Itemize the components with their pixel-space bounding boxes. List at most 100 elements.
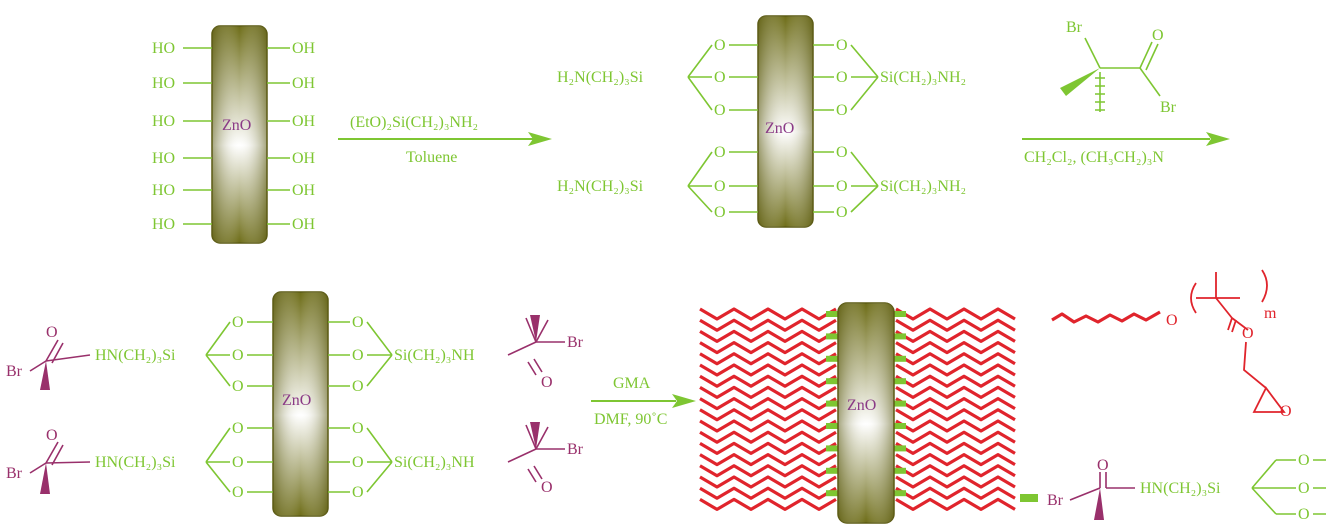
br-label: Br bbox=[567, 441, 584, 458]
glycidyl-chain bbox=[1243, 341, 1267, 389]
o-label: O bbox=[46, 427, 58, 444]
polymer-chain bbox=[699, 497, 837, 511]
polymer-chain bbox=[895, 307, 1016, 321]
c-o-double-bond bbox=[1099, 472, 1107, 488]
anchor-bar bbox=[894, 355, 906, 362]
arrow3-head bbox=[672, 394, 696, 408]
oh-label: OH bbox=[292, 216, 316, 233]
br-label: Br bbox=[1160, 99, 1177, 116]
polymer-chain bbox=[895, 453, 1016, 467]
c-br-bond bbox=[1069, 487, 1101, 501]
polymer-chain bbox=[895, 352, 1016, 366]
ho-bonds bbox=[183, 47, 212, 225]
amide-legend: HN(CH₂)₃Si bbox=[1140, 480, 1221, 497]
o-rod-bonds bbox=[729, 44, 758, 111]
amide-right-lower: Si(CH₂)₃NH bbox=[394, 454, 475, 471]
polymer-chain bbox=[699, 475, 837, 489]
zno-pgma-grafted: ZnO bbox=[699, 302, 1016, 524]
polymer-chain bbox=[895, 419, 1016, 433]
o-rod-bonds bbox=[247, 427, 273, 493]
zno-rod-1-shade bbox=[212, 26, 267, 243]
polymer-chains-right bbox=[895, 307, 1016, 511]
polymer-chain bbox=[699, 385, 837, 399]
polymer-chain bbox=[699, 419, 837, 433]
o-label: O bbox=[232, 378, 244, 395]
ho-label: HO bbox=[152, 40, 175, 57]
silane-bonds bbox=[687, 151, 713, 213]
silane-bonds bbox=[850, 151, 879, 213]
o-label: O bbox=[836, 69, 848, 86]
wedge-bond bbox=[530, 422, 540, 449]
wedge-bond bbox=[40, 463, 50, 494]
o-label: O bbox=[836, 37, 848, 54]
polymer-chain bbox=[895, 363, 1016, 377]
polymer-chain bbox=[699, 453, 837, 467]
zno-label-2: ZnO bbox=[765, 120, 794, 137]
amide-left-upper: HN(CH₂)₃Si bbox=[95, 347, 176, 364]
o-label: O bbox=[836, 204, 848, 221]
oh-label: OH bbox=[292, 75, 316, 92]
silane-bonds bbox=[366, 321, 393, 387]
o-label: O bbox=[1152, 27, 1164, 44]
silane-left-upper: H₂N(CH₂)₃Si bbox=[557, 69, 644, 86]
polymer-chain bbox=[895, 475, 1016, 489]
oh-label: OH bbox=[292, 150, 316, 167]
anchor-bar bbox=[894, 423, 906, 429]
carbonyl-bond bbox=[1227, 317, 1237, 333]
polymer-chain bbox=[699, 397, 837, 411]
c-o-double-bond bbox=[1139, 41, 1159, 71]
o-bonds bbox=[1276, 459, 1326, 515]
polymer-chain bbox=[895, 329, 1016, 343]
o-label: O bbox=[1298, 480, 1310, 497]
silane-right-upper: Si(CH₂)₃NH₂ bbox=[880, 69, 966, 86]
o-label: O bbox=[232, 347, 244, 364]
reaction-arrow-2: Br O Br CH₂Cl₂, (CH₃CH₂)₃N bbox=[1022, 19, 1230, 166]
arrow1-reagent: (EtO)₂Si(CH₂)₃NH₂ bbox=[350, 114, 478, 131]
repeat-index: m bbox=[1264, 305, 1277, 322]
amide-right-upper: Si(CH₂)₃NH bbox=[394, 347, 475, 364]
o-label: O bbox=[714, 204, 726, 221]
n-c-bond bbox=[507, 341, 537, 356]
bracket-left bbox=[1190, 282, 1197, 314]
o-label: O bbox=[836, 178, 848, 195]
zno-hydroxylated: ZnO HO HO HO HO HO HO OH OH OH OH OH OH bbox=[152, 25, 316, 244]
anchor-bars bbox=[826, 311, 906, 497]
zno-rod-3-shade bbox=[273, 292, 328, 516]
o-label: O bbox=[352, 484, 364, 501]
br-label: Br bbox=[6, 465, 23, 482]
silane-bonds bbox=[205, 321, 231, 387]
o-rod-bonds bbox=[813, 44, 834, 111]
o-label: O bbox=[714, 102, 726, 119]
wedge-bond bbox=[1060, 68, 1100, 96]
o-label: O bbox=[836, 102, 848, 119]
o-label: O bbox=[1280, 403, 1292, 420]
ho-label: HO bbox=[152, 113, 175, 130]
silane-left-lower: H₂N(CH₂)₃Si bbox=[557, 178, 644, 195]
c-o-double-bond bbox=[527, 358, 543, 376]
bracket-right bbox=[1261, 269, 1268, 303]
o-rod-bonds bbox=[247, 321, 273, 387]
silane-bonds bbox=[850, 44, 879, 111]
polymer-chain bbox=[895, 385, 1016, 399]
arrow3-monomer: GMA bbox=[613, 375, 651, 392]
o-label: O bbox=[1298, 506, 1310, 523]
arrow3-conditions: DMF, 90˚C bbox=[594, 411, 667, 428]
silane-bonds bbox=[1251, 459, 1277, 515]
polymer-chains-left bbox=[699, 307, 837, 511]
c-br-bond bbox=[29, 360, 47, 372]
arrow1-solvent: Toluene bbox=[406, 149, 457, 166]
anchor-bar bbox=[894, 311, 906, 317]
oh-bonds bbox=[267, 47, 290, 225]
wedge-bond bbox=[530, 315, 540, 342]
o-label: O bbox=[232, 454, 244, 471]
reaction-arrow-1: (EtO)₂Si(CH₂)₃NH₂ Toluene bbox=[338, 114, 552, 166]
zno-label-4: ZnO bbox=[847, 397, 876, 414]
oh-label: OH bbox=[292, 182, 316, 199]
anchor-bar bbox=[826, 355, 838, 362]
o-label: O bbox=[352, 454, 364, 471]
anchor-bar bbox=[826, 423, 838, 429]
c-br-bond bbox=[1084, 37, 1101, 69]
anchor-bar bbox=[826, 467, 838, 474]
polymer-chain bbox=[699, 430, 837, 444]
br-label: Br bbox=[1047, 492, 1064, 509]
